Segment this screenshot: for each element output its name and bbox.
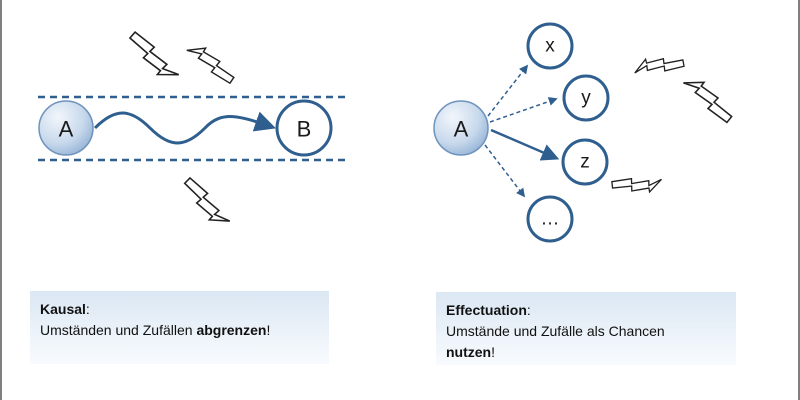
kausal-caption-title-line: Kausal: xyxy=(40,299,319,320)
kausal-caption-title-suffix: : xyxy=(85,301,90,317)
node-z xyxy=(561,138,609,186)
kausal-caption-end: ! xyxy=(266,322,271,338)
lightning-bolt-icon xyxy=(682,70,734,133)
kausal-caption-text-line: Umständen und Zufällen abgrenzen! xyxy=(40,320,319,341)
effectuation-caption-end: ! xyxy=(491,344,495,360)
node-y-label: y xyxy=(581,88,591,109)
node-a-right-label: A xyxy=(454,117,469,142)
effectuation-caption-emphasis-line: nutzen! xyxy=(446,342,726,363)
node-more xyxy=(526,195,574,243)
lightning-bolt-icon xyxy=(127,22,180,87)
node-a-left xyxy=(38,100,94,156)
kausal-caption-title: Kausal xyxy=(40,301,86,317)
node-b-label: B xyxy=(297,117,312,142)
wavy-path-arrow xyxy=(93,111,276,145)
effectuation-caption-emphasis: nutzen xyxy=(446,344,492,360)
dashed-arrow-to-more xyxy=(484,144,526,198)
dashed-arrow-to-y xyxy=(489,97,558,123)
dashed-arrow-to-x xyxy=(487,64,529,117)
solid-arrow-to-z xyxy=(490,128,560,161)
node-a-right xyxy=(433,100,489,156)
node-more-label: … xyxy=(541,209,560,230)
effectuation-caption-box: Effectuation: Umstände und Zufälle als C… xyxy=(436,292,736,365)
node-a-left-label: A xyxy=(59,117,74,142)
frame-left-edge xyxy=(0,0,2,400)
frame-right-edge xyxy=(798,0,800,400)
effectuation-caption-text-line: Umstände und Zufälle als Chancen xyxy=(446,323,665,339)
effectuation-caption-title: Effectuation xyxy=(446,302,527,318)
effectuation-diagram: A x y z … xyxy=(433,22,734,243)
lightning-bolt-icon xyxy=(608,159,663,207)
kausal-caption-emphasis: abgrenzen xyxy=(196,322,267,338)
kausal-caption-text: Umständen und Zufällen xyxy=(40,322,197,338)
kausal-caption-box: Kausal: Umständen und Zufällen abgrenzen… xyxy=(30,291,329,364)
node-b xyxy=(275,99,333,157)
node-x-label: x xyxy=(545,36,555,57)
kausal-diagram: A B xyxy=(38,22,345,231)
node-y xyxy=(562,74,610,122)
node-x xyxy=(526,22,574,70)
lightning-bolt-icon xyxy=(185,36,237,95)
effectuation-caption-title-line: Effectuation: xyxy=(446,300,726,321)
node-z-label: z xyxy=(580,152,590,173)
effectuation-caption-title-suffix: : xyxy=(526,302,531,318)
lightning-bolt-icon xyxy=(633,45,687,89)
lightning-bolt-icon xyxy=(182,169,231,231)
